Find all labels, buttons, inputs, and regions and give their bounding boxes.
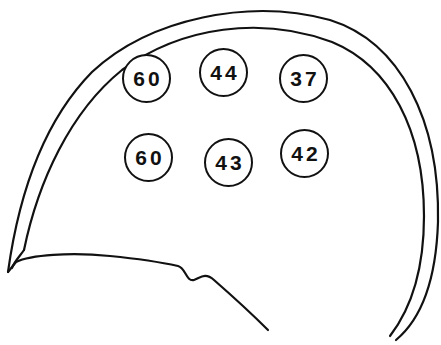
number-circle: 44 (199, 48, 248, 97)
skull-outer-line (8, 11, 438, 340)
number-circle: 60 (124, 133, 173, 182)
value-number: 60 (132, 146, 164, 170)
brain-base-line (8, 254, 268, 330)
value-number: 43 (212, 151, 244, 175)
value-number: 37 (287, 67, 319, 91)
number-circle: 43 (204, 138, 253, 187)
value-number: 44 (207, 61, 239, 85)
value-number: 42 (288, 142, 320, 166)
number-circle: 37 (279, 54, 328, 103)
frontal-base-line (12, 250, 24, 268)
number-circle: 42 (280, 129, 329, 178)
value-number: 60 (130, 67, 162, 91)
number-circle: 60 (122, 54, 171, 103)
